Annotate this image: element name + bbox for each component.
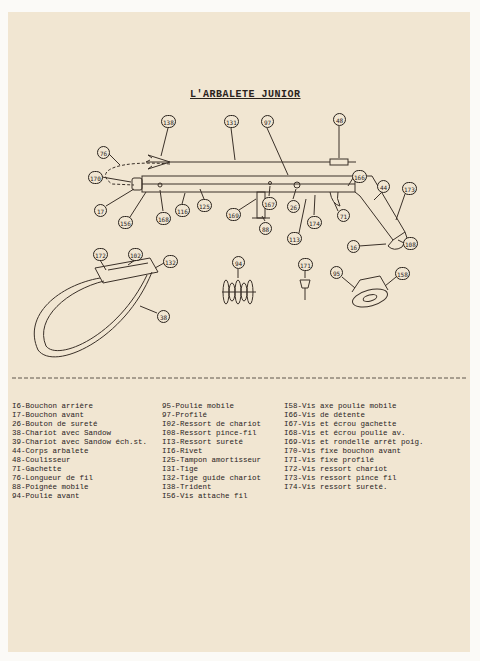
parts-list-entry: 76-Longueur de fil — [12, 474, 93, 483]
pulley-bracket — [352, 276, 388, 292]
sandow-inner — [44, 275, 147, 351]
parts-list-entry: I3I-Tige — [162, 465, 198, 474]
parts-list-entry: I70-Vis fixe bouchon avant — [284, 447, 401, 456]
callout-number: 113 — [287, 232, 302, 245]
parts-list-entry: 48-Coulisseur — [12, 456, 71, 465]
parts-list-entry: 26-Bouton de sureté — [12, 420, 98, 429]
parts-list-entry: I72-Vis ressort chariot — [284, 465, 388, 474]
parts-list-entry: 44-Corps arbalete — [12, 447, 89, 456]
callout-number: 167 — [262, 197, 277, 210]
parts-list-entry: I69-Vis et rondelle arrêt poig. — [284, 438, 424, 447]
rail-groove — [142, 184, 355, 185]
parts-list-entry: II3-Ressort sureté — [162, 438, 243, 447]
title: L'ARBALETE JUNIOR — [190, 89, 301, 100]
parts-list-entry: I58-Vis axe poulie mobile — [284, 402, 397, 411]
callout-number: 108 — [403, 237, 418, 250]
parts-list-entry: I7I-Vis fixe profilé — [284, 456, 374, 465]
callout-number: 158 — [395, 267, 410, 280]
callout-number: 174 — [307, 216, 322, 229]
callout-number: 132 — [163, 255, 178, 268]
callout-number: 88 — [259, 222, 272, 235]
line-cord — [105, 163, 170, 185]
parts-list-entry: I73-Vis ressort pince fil — [284, 474, 397, 483]
parts-list-entry: I08-Ressort pince-fil — [162, 429, 257, 438]
callout-number: 125 — [197, 199, 212, 212]
parts-list-entry: I74-Vis ressort sureté. — [284, 483, 388, 492]
rail — [142, 176, 355, 192]
callout-number: 170 — [88, 171, 103, 184]
separator — [12, 378, 468, 379]
callout-number: 76 — [97, 146, 110, 159]
handle — [355, 176, 405, 240]
drawing — [34, 126, 407, 357]
parts-list-entry: I66-Vis de détente — [284, 411, 365, 420]
parts-list-entry: I02-Ressort de chariot — [162, 420, 261, 429]
callout-number: 171 — [298, 258, 313, 271]
parts-list-entry: I25-Tampon amortisseur — [162, 456, 261, 465]
rod — [170, 162, 330, 163]
callout-number: 48 — [333, 113, 346, 126]
parts-list-entry: 95-Poulie mobile — [162, 402, 234, 411]
parts-list-entry: 7I-Gachette — [12, 465, 62, 474]
parts-list-entry: I68-Vis et écrou poulie av. — [284, 429, 406, 438]
callout-number: 97 — [261, 115, 274, 128]
parts-list-entry: 88-Poignée mobile — [12, 483, 89, 492]
slider — [330, 159, 348, 165]
callout-number: 166 — [352, 170, 367, 183]
slider-tip — [348, 162, 356, 163]
trident — [146, 155, 170, 169]
callout-number: 26 — [287, 200, 300, 213]
callout-number: 156 — [118, 216, 133, 229]
safety-button — [294, 182, 300, 188]
screw — [269, 182, 272, 185]
parts-list-entry: II6-Rivet — [162, 447, 203, 456]
parts-list-entry: I67-Vis et écrou gachette — [284, 420, 397, 429]
callout-number: 95 — [330, 266, 343, 279]
callout-number: 71 — [337, 209, 350, 222]
callout-number: 94 — [232, 256, 245, 269]
parts-list-entry: I6-Bouchon arrière — [12, 402, 93, 411]
parts-list-entry: 38-Chariot avec Sandow — [12, 429, 111, 438]
callout-number: 16 — [347, 240, 360, 253]
front-cap — [132, 178, 142, 190]
parts-list-entry: I56-Vis attache fil — [162, 492, 248, 501]
screw-171 — [300, 280, 310, 300]
callout-number: 44 — [377, 180, 390, 193]
parts-list-entry: 97-Profilé — [162, 411, 207, 420]
front-pulley — [222, 280, 256, 304]
callout-number: 17 — [94, 204, 107, 217]
parts-list-entry: I38-Trident — [162, 483, 212, 492]
callout-number: 173 — [402, 182, 417, 195]
carriage-guide — [108, 263, 148, 270]
parts-list-entry: I32-Tige guide chariot — [162, 474, 261, 483]
grip-foot — [252, 218, 270, 219]
parts-list-entry: 94-Poulie avant — [12, 492, 80, 501]
callout-number: 168 — [156, 212, 171, 225]
mobile-pulley — [351, 286, 390, 311]
callout-number: 116 — [175, 204, 190, 217]
pulley-screw — [158, 183, 162, 187]
callout-number: 172 — [93, 248, 108, 261]
sandow-outer — [34, 272, 152, 357]
parts-list-entry: I7-Bouchon avant — [12, 411, 84, 420]
callout-number: 102 — [128, 248, 143, 261]
parts-list-entry: 39-Chariot avec Sandow éch.st. — [12, 438, 147, 447]
paper-sheet — [8, 12, 470, 652]
callout-number: 138 — [161, 115, 176, 128]
callout-number: 169 — [226, 208, 241, 221]
callout-number: 131 — [224, 115, 239, 128]
callout-number: 38 — [157, 310, 170, 323]
